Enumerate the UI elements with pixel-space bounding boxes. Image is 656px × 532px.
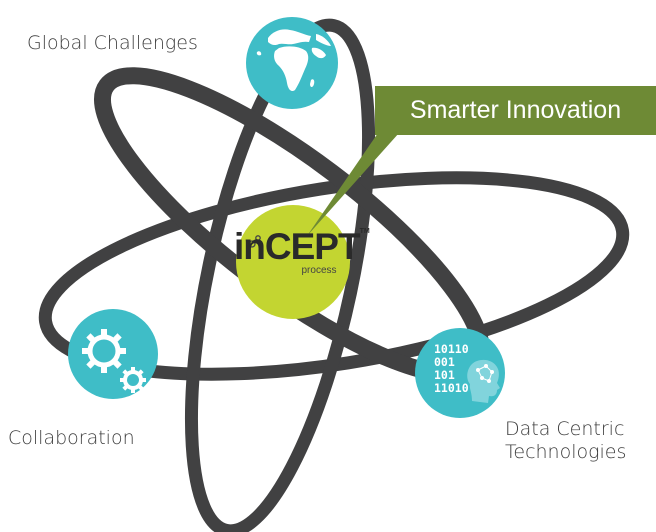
collaboration-label: Collaboration xyxy=(8,427,135,449)
orbit-ring-vertical xyxy=(184,18,376,532)
smarter-innovation-callout: Smarter Innovation xyxy=(375,86,656,135)
data-centric-label-line1: Data Centric xyxy=(505,418,625,440)
binary-line: 001 xyxy=(434,355,455,369)
gears-icon xyxy=(82,329,146,393)
orbit-ring-horizontal xyxy=(38,171,630,381)
binary-line: 10110 xyxy=(434,342,469,356)
incept-logo-text: inCEPTTM xyxy=(234,226,370,267)
incept-logo-word: inCEPT xyxy=(234,226,361,267)
data-node xyxy=(415,328,505,418)
globe-node xyxy=(246,17,338,109)
core-circle xyxy=(236,205,350,319)
incept-logo: inCEPTTM process xyxy=(234,226,370,276)
binary-head-icon xyxy=(467,359,500,403)
binary-line: 101 xyxy=(434,368,455,382)
binary-line: 11010 xyxy=(434,381,469,395)
incept-logo-subtext: process xyxy=(301,265,337,276)
binary-code: 10110 001 101 11010 xyxy=(434,343,469,395)
global-challenges-label: Global Challenges xyxy=(27,32,198,54)
data-centric-label: Data Centric Technologies xyxy=(505,418,626,464)
callout-pointer xyxy=(307,133,399,236)
globe-icon xyxy=(256,29,331,92)
data-centric-label-line2: Technologies xyxy=(505,440,627,463)
core-gear-icon xyxy=(248,235,261,248)
collaboration-node xyxy=(68,309,158,399)
trademark-mark: TM xyxy=(359,228,370,235)
